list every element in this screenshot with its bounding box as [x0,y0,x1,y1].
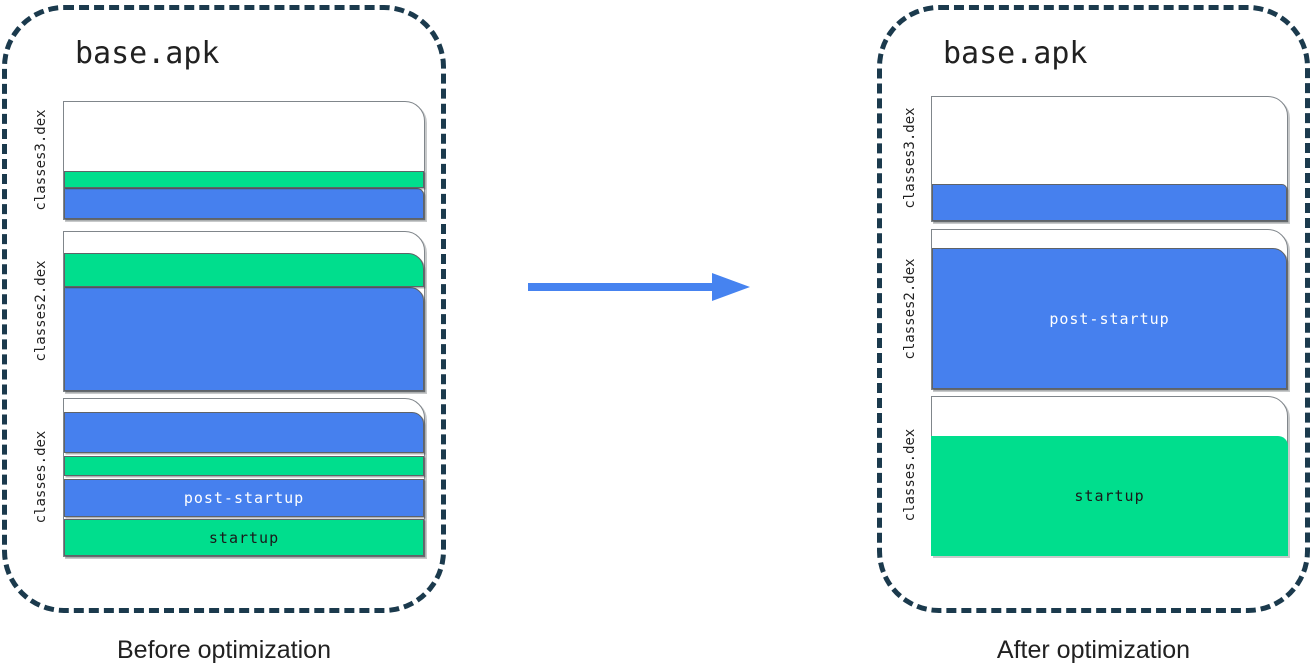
dex-file-label: classes.dex [33,430,49,523]
band-startup [64,253,424,287]
dex-page-classes-dex: startup [931,396,1288,556]
transform-arrow-icon [528,273,750,301]
arrow-head [712,273,750,301]
panel-before-optimization [2,5,446,613]
dex-page-classes3-dex [63,101,425,220]
dex-file-label: classes2.dex [33,259,49,362]
band-post-startup [64,412,424,453]
band-label-startup: startup [1074,487,1145,505]
dex-file-label: classes.dex [902,428,918,522]
band-post-startup [932,184,1287,221]
band-label-post-startup: post-startup [1049,309,1170,328]
band-startup [64,456,424,476]
arrow-shaft [528,283,714,291]
band-startup: startup [931,436,1288,556]
band-startup [64,171,424,188]
dex-page-classes2-dex: post-startup [931,229,1288,390]
dex-file-label: classes3.dex [33,108,49,211]
panel-after-optimization [877,5,1310,613]
band-post-startup [64,188,424,219]
apk-title-after: base.apk [943,36,1088,71]
dex-file-label: classes2.dex [902,257,918,360]
band-label-startup: startup [208,528,280,547]
band-post-startup: post-startup [932,248,1287,389]
dex-page-classes-dex: startup post-startup [63,398,425,557]
caption-before: Before optimization [116,636,331,664]
band-post-startup: post-startup [64,479,424,517]
apk-title-before: base.apk [75,36,220,71]
band-label-post-startup: post-startup [183,489,305,507]
band-post-startup [64,287,424,391]
band-startup: startup [64,519,424,556]
dex-file-label: classes3.dex [902,107,918,209]
dex-page-classes3-dex [931,96,1288,222]
caption-after: After optimization [996,636,1191,664]
dex-page-classes2-dex [63,231,425,392]
